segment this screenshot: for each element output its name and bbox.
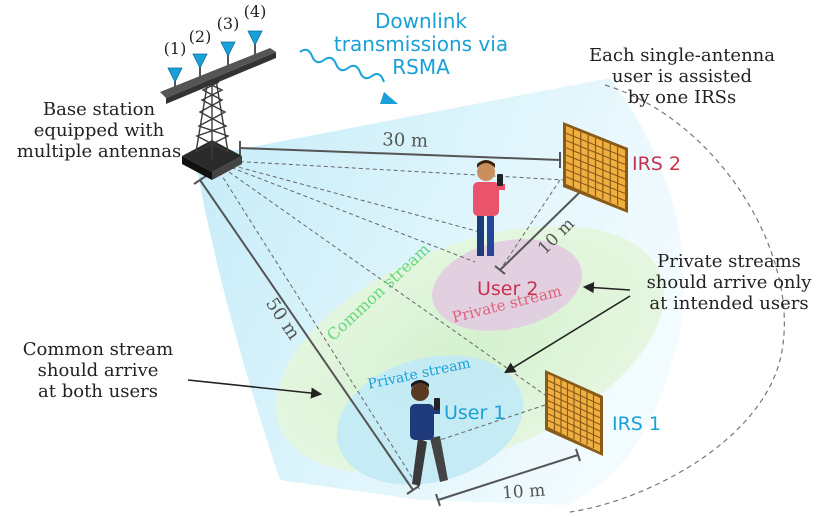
private-annotation-line-2: should arrive only — [646, 271, 812, 293]
base-station-label-line-3: multiple antennas — [16, 140, 182, 162]
antenna-label-3: (3) — [216, 14, 240, 33]
user2-label: User 2 — [477, 278, 539, 300]
link-lines — [211, 159, 566, 491]
common-stream-annotation: Common stream should arrive at both user… — [8, 339, 188, 403]
irs-note-line-1: Each single-antenna — [589, 45, 775, 66]
irs-grid-line — [547, 419, 601, 445]
base-station-tower — [160, 48, 276, 180]
irs2-label: IRS 2 — [632, 153, 681, 175]
base-station-label: Base station equipped with multiple ante… — [4, 99, 194, 163]
transmission-wave-icon — [299, 48, 385, 83]
private-stream-annotation: Private streams should arrive only at in… — [632, 251, 826, 315]
antenna-label-4: (4) — [243, 2, 267, 21]
transmission-arrow-head — [380, 92, 398, 104]
base-station-label-line-1: Base station — [42, 99, 156, 120]
irs-note-line-2: user is assisted — [611, 65, 753, 87]
user1-label: User 1 — [444, 402, 506, 424]
antenna-label-1: (1) — [163, 39, 187, 58]
common-annotation-line-2: should arrive — [37, 359, 159, 381]
distance-lines — [193, 141, 581, 507]
coverage-boundary — [569, 84, 785, 513]
antenna-label-2: (2) — [188, 27, 212, 46]
distance-irs1-user1: 10 m — [501, 481, 545, 504]
antenna-2-icon — [192, 53, 208, 80]
irs-note-line-3: by one IRSs — [627, 86, 737, 108]
antenna-3-icon — [220, 41, 236, 68]
user2-private-region — [432, 239, 582, 331]
diagram-title: Downlink transmissions via RSMA — [276, 9, 566, 80]
distance-bs-irs2: 30 m — [382, 129, 428, 152]
private-annotation-line-1: Private streams — [657, 251, 801, 272]
antenna-4-icon — [247, 30, 263, 57]
irs1-label: IRS 1 — [612, 413, 661, 435]
antenna-1-icon — [167, 67, 183, 92]
irs-grid-line — [547, 399, 601, 426]
common-annotation-line-1: Common stream — [22, 339, 174, 360]
user1-icon — [410, 380, 448, 486]
annotation-arrows — [187, 282, 631, 399]
user2-icon — [473, 160, 505, 256]
base-station-label-line-2: equipped with — [33, 119, 165, 141]
irs-grid-line — [565, 176, 626, 202]
antennas — [167, 30, 263, 92]
irs2-panel — [563, 122, 628, 213]
diagram-title-text: Downlink transmissions via RSMA — [333, 9, 509, 80]
irs-grid-line — [565, 154, 626, 180]
irs-grid-line — [547, 406, 601, 432]
private-annotation-line-3: at intended users — [649, 292, 809, 314]
irs-grid-line — [547, 413, 601, 439]
common-annotation-line-3: at both users — [38, 380, 158, 402]
irs-note: Each single-antenna user is assisted by … — [572, 45, 792, 109]
irs-grid-line — [565, 161, 626, 187]
irs-grid-line — [565, 168, 626, 195]
irs1-panel — [545, 370, 603, 456]
